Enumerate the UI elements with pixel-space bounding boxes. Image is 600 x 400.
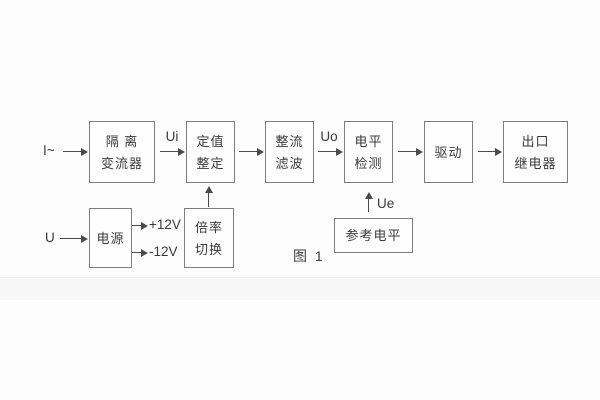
block-drive-line1: 驱动 [434,144,463,160]
block-isolation-line2: 变流器 [100,155,143,171]
arrow-voltage-to-power-icon [60,234,88,243]
block-level-detect: 电平 检测 [344,121,393,183]
arrow-power-plus12v-icon [132,221,148,230]
signal-plus12v-label: +12V [149,217,181,232]
block-level-line2: 检测 [354,155,383,171]
block-level-line1: 电平 [354,133,383,149]
arrow-isolation-to-setting-icon [160,147,185,156]
figure-caption: 图 1 [293,248,325,264]
block-drive: 驱动 [424,121,473,183]
signal-minus12v-label: -12V [149,244,178,259]
block-output-line1: 出口 [521,133,550,149]
signal-uo-label: Uo [320,129,338,144]
block-power-supply: 电源 [89,208,132,268]
arrow-setting-to-rectify-icon [239,147,264,156]
block-reference-level: 参考电平 [334,218,413,253]
input-voltage-label: U [45,230,55,245]
block-ratio-line1: 倍率 [194,219,223,235]
block-reference-line1: 参考电平 [345,228,402,243]
input-current-label: I~ [43,143,55,158]
block-rectify-line1: 整流 [275,133,304,149]
block-isolation-transformer: 隔 离 变流器 [89,121,155,183]
arrow-ratio-to-setting-icon [204,186,213,207]
block-output-relay: 出口 继电器 [503,121,568,183]
signal-ue-label: Ue [377,196,395,211]
arrow-level-to-drive-icon [398,147,423,156]
block-output-line2: 继电器 [514,155,557,171]
signal-ui-label: Ui [165,129,179,144]
arrow-current-to-isolation-icon [63,147,88,156]
block-isolation-line1: 隔 离 [105,133,139,149]
block-ratio-switch: 倍率 切换 [184,208,234,268]
block-ratio-line2: 切换 [194,241,223,257]
arrow-drive-to-output-icon [478,147,502,156]
block-rectifier-filter: 整流 滤波 [265,121,314,183]
arrow-power-minus12v-icon [132,248,148,257]
block-power-line1: 电源 [96,230,125,246]
block-setting-line2: 整定 [196,155,225,171]
block-setting-line1: 定值 [196,133,225,149]
block-rectify-line2: 滤波 [275,155,304,171]
arrow-rectify-to-level-icon [318,147,343,156]
block-setting-adjust: 定值 整定 [186,121,235,183]
page-lower-shade [0,277,600,300]
arrow-reference-to-level-icon [364,192,373,212]
